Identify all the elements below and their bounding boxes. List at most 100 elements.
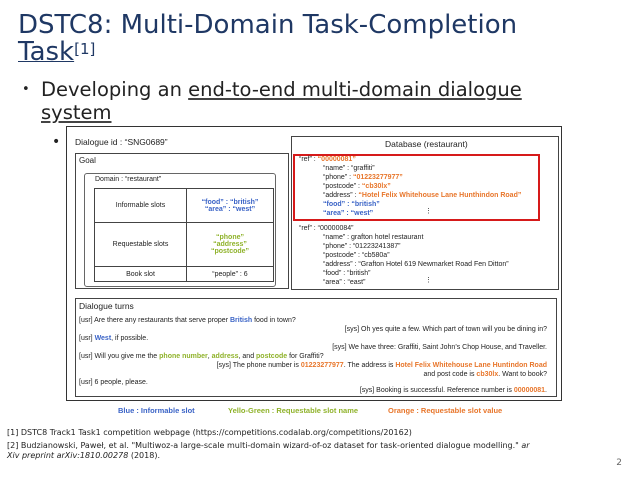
legend-informable: Blue : Informable slot (118, 406, 195, 415)
turn-5-address: address (211, 353, 239, 360)
db-entry-1-ref: “ref” : “00000081” (299, 156, 356, 163)
slot-table: Informable slots “food” : “british” “are… (94, 188, 274, 282)
sub-bullet-dot-icon: • (52, 134, 61, 150)
bullet-highlight: end-to-end multi-domain dialogue (188, 78, 522, 101)
title-line-1: DSTC8: Multi-Domain Task-Completion (18, 10, 518, 40)
matched-entry-highlight (293, 154, 540, 221)
multiwoz-figure: Dialogue id : “SNG0689” Goal Domain : “r… (66, 126, 562, 401)
dialogue-turns-label: Dialogue turns (79, 301, 134, 311)
turn-3: [usr] West, if possible. (79, 335, 148, 342)
bullet-text: Developing an end-to-end multi-domain di… (41, 78, 621, 124)
db-entry-1-area: “area” : “west” (323, 210, 374, 217)
goal-inner-box (84, 173, 276, 287)
db-entry-2-ellipsis-icon: ⋮ (425, 277, 432, 284)
db-entry-1-name: “name” : “graffiti” (323, 165, 375, 172)
requestable-slots-values: “phone” “address” “postcode” (186, 222, 274, 267)
db-entry-1-food: “food” : “british” (323, 201, 380, 208)
reference-2-journal-b: Xiv preprint arXiv:1810.00278 (7, 451, 129, 460)
turn-6-postcode: cb30lx (476, 371, 499, 378)
turn-5-postcode: postcode (256, 353, 288, 360)
db1-address-key: “address” : (323, 192, 359, 199)
database-title: Database (restaurant) (385, 139, 468, 149)
slide-title: DSTC8: Multi-Domain Task-Completion Task… (18, 12, 618, 66)
db-entry-2-food: “food” : “british” (323, 270, 371, 277)
turn-5-g: for Graffiti? (287, 353, 324, 360)
turn-6-phone: 01223277977 (300, 362, 344, 369)
turn-8-c: . (545, 387, 547, 394)
turn-6-address: Hotel Felix Whitehouse Lane Huntindon Ro… (395, 362, 547, 369)
db-entry-2-address: “address” : “Grafton Hotel 619 Newmarket… (323, 261, 509, 268)
db-entry-2-name: “name” : grafton hotel restaurant (323, 234, 424, 241)
requestable-postcode: “postcode” (210, 248, 250, 255)
informable-food: “food” : “british” (201, 198, 259, 206)
db-entry-1-address: “address” : “Hotel Felix Whitehouse Lane… (323, 192, 521, 199)
db1-ref-val: “00000081” (317, 156, 356, 163)
turn-6-a: [sys] The phone number is (216, 362, 301, 369)
informable-slots-label: Informable slots (94, 188, 187, 223)
turn-7: [usr] 6 people, please. (79, 379, 148, 386)
turn-6-g: . Want to book? (498, 371, 547, 378)
turn-8: [sys] Booking is successful. Reference n… (360, 387, 547, 394)
reference-2-a: [2] Budzianowski, Paweł, et al. "Multiwo… (7, 441, 522, 450)
requestable-phone: “phone” (216, 234, 244, 241)
turn-4: [sys] We have three: Graffiti, Saint Joh… (332, 344, 547, 351)
turn-8-ref: 00000081 (513, 387, 546, 394)
reference-2-journal-a: ar (521, 441, 530, 450)
turn-1-slot: British (229, 317, 253, 324)
requestable-slots-label: Requestable slots (94, 222, 187, 267)
turn-6-c: . The address is (343, 362, 396, 369)
db1-phone-val: “01223277977” (352, 174, 403, 181)
turn-1-c: food in town? (252, 317, 296, 324)
book-slot-value: “people” : 6 (186, 266, 274, 282)
turn-8-a: [sys] Booking is successful. Reference n… (359, 387, 514, 394)
db-entry-1-postcode: “postcode” : “cb30lx” (323, 183, 391, 190)
turn-3-slot: West (94, 335, 112, 342)
book-slot-label: Book slot (94, 266, 187, 282)
goal-label: Goal (79, 156, 96, 165)
db-entry-2-postcode: “postcode” : “cb580a” (323, 252, 390, 259)
bullet-prefix: Developing an (41, 78, 189, 101)
bullet-line-2: system (41, 101, 112, 124)
turn-3-c: , if possible. (111, 335, 149, 342)
legend-requestable-value: Orange : Requestable slot value (388, 406, 503, 415)
database-box (291, 136, 559, 290)
reference-2: [2] Budzianowski, Paweł, et al. "Multiwo… (7, 441, 607, 461)
db1-postcode-val: “cb30lx” (361, 183, 391, 190)
title-citation: [1] (74, 40, 96, 58)
goal-box (75, 153, 289, 289)
turn-5: [usr] Will you give me the phone number,… (79, 353, 324, 360)
turn-1-a: [usr] Are there any restaurants that ser… (79, 317, 230, 324)
page-number: 2 (616, 458, 622, 468)
title-line-2: Task[1] (18, 39, 618, 66)
db1-ref-key: “ref” : (299, 156, 318, 163)
db-entry-2-area: “area” : “east” (323, 279, 366, 286)
turn-5-phone: phone number (159, 353, 208, 360)
legend-requestable-name: Yello-Green : Requestable slot name (228, 406, 359, 415)
reference-2-year: (2018). (128, 451, 160, 460)
informable-slots-values: “food” : “british” “area” : “west” (186, 188, 274, 223)
db-entry-1-phone: “phone” : “01223277977” (323, 174, 403, 181)
db1-phone-key: “phone” : (323, 174, 353, 181)
domain-label: Domain : “restaurant” (95, 176, 162, 183)
dialogue-turns-box (75, 298, 557, 397)
db-entry-2-ref: “ref” : “00000084” (299, 225, 354, 232)
db-entry-2-phone: “phone” : “01223241387” (323, 243, 401, 250)
db1-address-val: “Hotel Felix Whitehouse Lane Hunthindon … (358, 192, 522, 199)
turn-2: [sys] Oh yes quite a few. Which part of … (344, 326, 547, 333)
turn-6-e: and post code is (423, 371, 477, 378)
turn-5-e: , and (238, 353, 257, 360)
db-entry-1-ellipsis-icon: ⋮ (425, 208, 432, 215)
requestable-address: “address” (213, 241, 247, 248)
db1-postcode-key: “postcode” : (323, 183, 362, 190)
title-task-word: Task (18, 37, 75, 67)
reference-1: [1] DSTC8 Track1 Task1 competition webpa… (7, 428, 412, 437)
turn-1: [usr] Are there any restaurants that ser… (79, 317, 296, 324)
turn-3-a: [usr] (79, 335, 95, 342)
turn-5-a: [usr] Will you give me the (79, 353, 160, 360)
informable-area: “area” : “west” (204, 205, 256, 213)
turn-5-c: , (207, 353, 212, 360)
turn-6-line-1: [sys] The phone number is 01223277977. T… (217, 362, 547, 369)
turn-6-line-2: and post code is cb30lx. Want to book? (423, 371, 547, 378)
dialogue-id: Dialogue id : “SNG0689” (75, 137, 168, 147)
bullet-dot-icon: • (22, 82, 30, 97)
